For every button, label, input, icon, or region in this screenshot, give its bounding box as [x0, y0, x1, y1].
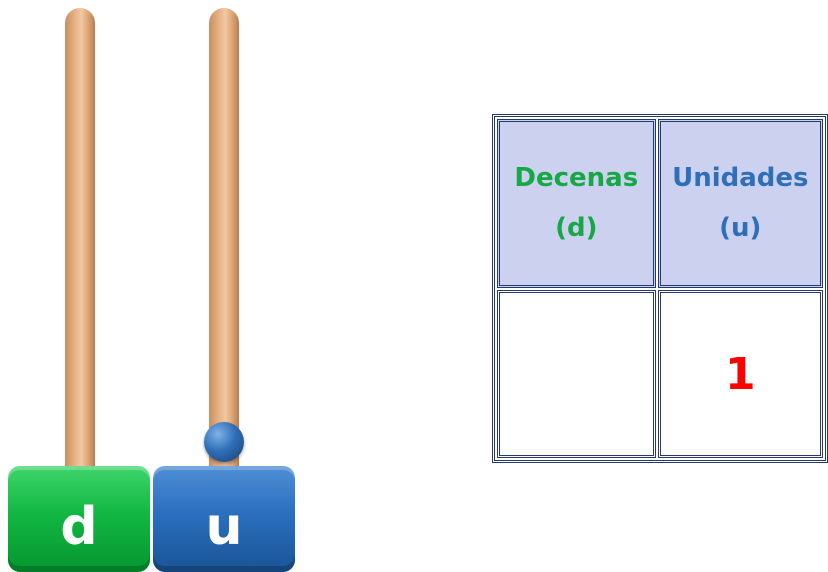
tens-base[interactable]: d — [8, 466, 150, 572]
header-row: Decenas (d) Unidades (u) — [497, 119, 823, 288]
units-rod — [209, 8, 239, 478]
tens-value-cell[interactable] — [497, 290, 656, 458]
tens-header-name: Decenas — [514, 163, 639, 194]
tens-rod — [65, 8, 95, 478]
units-header-name: Unidades — [672, 163, 809, 194]
units-base[interactable]: u — [153, 466, 295, 572]
units-bead[interactable] — [204, 422, 244, 462]
units-header-abbr: (u) — [719, 212, 762, 243]
tens-base-label: d — [60, 497, 98, 557]
units-base-label: u — [205, 497, 243, 557]
value-row: 1 — [497, 290, 823, 458]
tens-header-abbr: (d) — [555, 212, 598, 243]
place-value-table: Decenas (d) Unidades (u) 1 — [492, 114, 828, 463]
tens-header: Decenas (d) — [497, 119, 656, 288]
units-value-cell[interactable]: 1 — [657, 290, 823, 458]
units-header: Unidades (u) — [657, 119, 823, 288]
